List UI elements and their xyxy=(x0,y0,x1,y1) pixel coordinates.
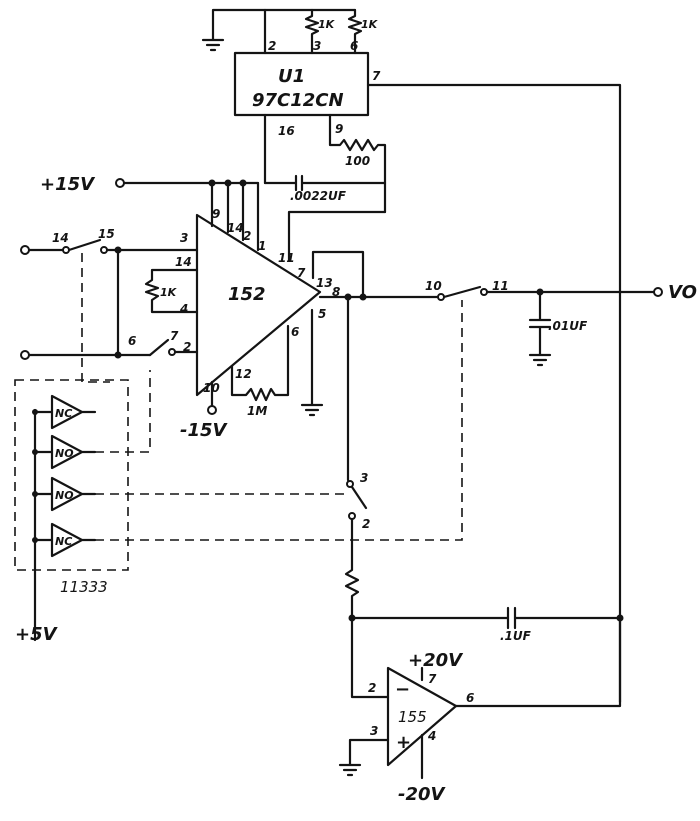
amp-152-body xyxy=(195,213,322,397)
opamp-155-name: 155 xyxy=(398,708,427,726)
u1-pin-16: 16 xyxy=(278,124,295,138)
opamp-155: 155 − + 2 3 6 7 +20V 4 -20V xyxy=(338,616,622,805)
c1-label: .1UF xyxy=(500,629,532,643)
pin-label: 5 xyxy=(318,307,326,321)
switch-14-15: 14 15 xyxy=(20,227,199,357)
gate-label: NC xyxy=(55,407,72,420)
switch-ic-outline xyxy=(14,379,129,571)
r1m-label: 1M xyxy=(247,404,267,418)
amp-152-name: 152 xyxy=(228,284,266,305)
c01-label: .01UF xyxy=(548,319,588,333)
plus20v-label: +20V xyxy=(408,650,464,671)
pin-label: 2 xyxy=(243,229,251,243)
switch-6-7: 6 7 xyxy=(20,329,199,360)
switch-pin-7: 7 xyxy=(170,329,179,343)
r1k-b-label: 1K xyxy=(361,18,379,31)
switch-pin-10: 10 xyxy=(425,279,442,293)
minus20v-label: -20V xyxy=(398,784,447,805)
pin-label: 13 xyxy=(316,276,333,290)
u1-bottom-wiring: 100 .0022UF xyxy=(263,113,387,262)
switch-pin-2: 2 xyxy=(362,517,370,531)
pin-label: 3 xyxy=(370,724,378,738)
r1k-mid-label: 1K xyxy=(160,286,178,299)
gate-label: NC xyxy=(55,535,72,548)
gate-label: NO xyxy=(55,447,74,460)
switch-ic-11333: 11333 +5V NC NO NO NC xyxy=(14,379,129,645)
u1-pin7-wire xyxy=(366,83,622,704)
u1-pin-9: 9 xyxy=(335,122,343,136)
gate-label: NO xyxy=(55,489,74,502)
output-path: VO 10 11 .01UF xyxy=(318,279,697,367)
switch-ic-name: 11333 xyxy=(60,578,108,596)
pin-label: 2 xyxy=(368,681,376,695)
u1-pin-3: 3 xyxy=(313,39,321,53)
c0022-label: .0022UF xyxy=(290,189,347,203)
minus15v-label: -15V xyxy=(180,420,229,441)
pin-label: 8 xyxy=(332,285,340,299)
pin-label: 3 xyxy=(180,231,188,245)
plus15v-supply: +15V xyxy=(40,174,260,252)
pin-label: 14 xyxy=(175,255,192,269)
control-linkages xyxy=(81,253,463,541)
opamp-155-minus: − xyxy=(395,679,410,700)
u1-ic: U1 97C12CN 2 3 6 7 16 9 xyxy=(233,39,381,138)
u1-pin-2: 2 xyxy=(268,39,276,53)
r100-label: 100 xyxy=(345,154,370,168)
u1-pin-7: 7 xyxy=(372,69,381,83)
pin-label: 12 xyxy=(235,367,252,381)
pin-label: 9 xyxy=(212,207,220,221)
pin-label: 1 xyxy=(258,239,266,253)
u1-part: 97C12CN xyxy=(252,90,344,111)
switch-pin-11: 11 xyxy=(492,279,509,293)
pin-label: 7 xyxy=(428,672,437,686)
pin-label: 4 xyxy=(179,302,188,316)
pin-label: 4 xyxy=(427,729,436,743)
r1k-a-label: 1K xyxy=(318,18,336,31)
opamp-155-plus: + xyxy=(396,732,411,753)
pin-label: 6 xyxy=(291,325,299,339)
switch-pin-14: 14 xyxy=(52,231,69,245)
u1-top-wiring: 1K 1K xyxy=(201,8,379,55)
pin-label: 2 xyxy=(183,340,191,354)
pin-label: 11 xyxy=(278,251,295,265)
plus5v-label: +5V xyxy=(15,624,59,645)
u1-name: U1 xyxy=(278,66,305,87)
integrator-cap: .1UF xyxy=(348,606,624,643)
switch-3-2: 3 2 xyxy=(344,295,370,620)
plus15v-label: +15V xyxy=(40,174,96,195)
pin-label: 6 xyxy=(466,691,474,705)
switch-pin-15: 15 xyxy=(98,227,115,241)
amp-152: 152 9 14 2 1 11 7 13 8 5 6 12 10 3 14 4 … xyxy=(144,207,365,441)
switch-pin-6: 6 xyxy=(128,334,136,348)
pin-label: 7 xyxy=(297,266,306,280)
pin-label: 14 xyxy=(227,221,244,235)
output-label: VO xyxy=(668,282,697,303)
switch-pin-3: 3 xyxy=(360,471,368,485)
